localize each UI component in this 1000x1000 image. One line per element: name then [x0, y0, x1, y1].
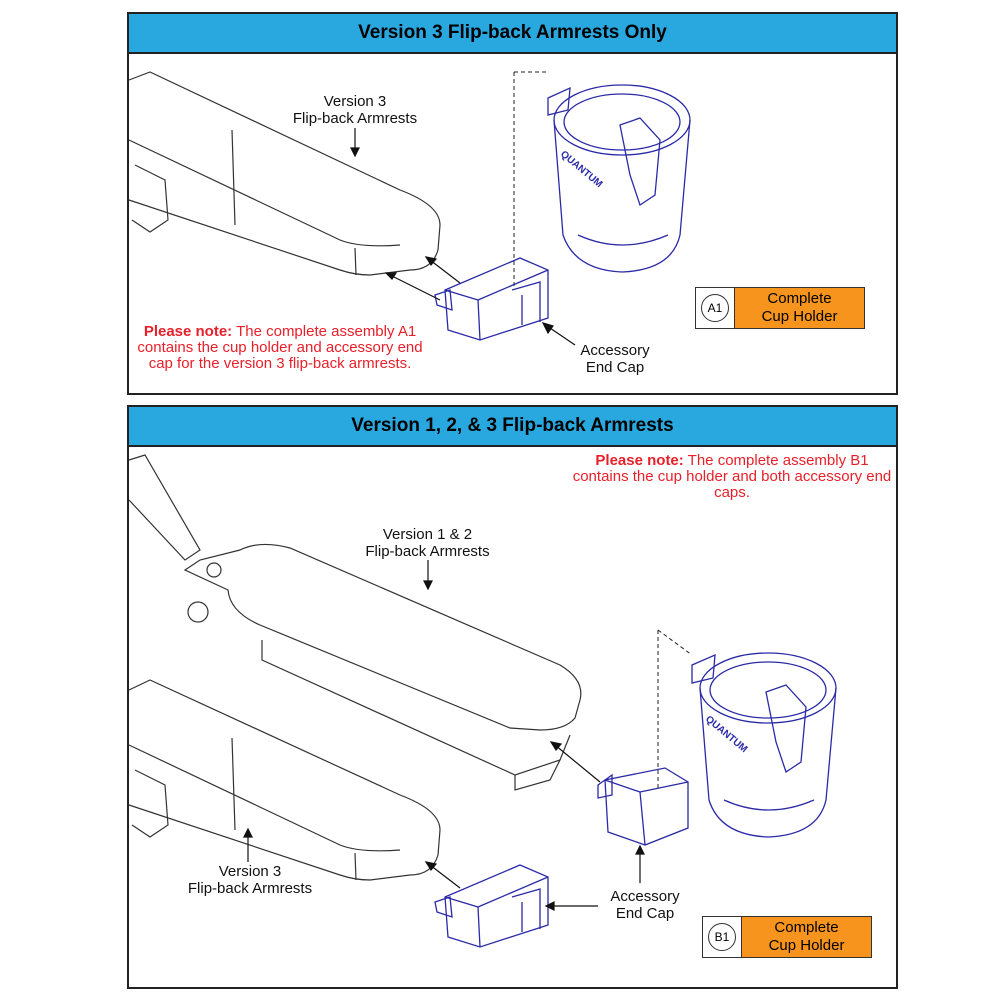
- note-lead: Please note:: [143, 323, 233, 340]
- armrest-v12-label: Version 1 & 2 Flip-back Armrests: [365, 526, 490, 560]
- panel-title: Version 3 Flip-back Armrests Only: [129, 14, 896, 54]
- part-tag-b1[interactable]: B1 Complete Cup Holder: [702, 916, 872, 958]
- armrest-v3-top: [128, 71, 441, 276]
- note-text: The complete assembly B1 contains the cu…: [572, 452, 892, 501]
- cup-holder-a1: [547, 84, 691, 273]
- part-tag-a1[interactable]: A1 Complete Cup Holder: [695, 287, 865, 329]
- panel-title: Version 1, 2, & 3 Flip-back Armrests: [129, 407, 896, 447]
- armrest-v3-label: Version 3 Flip-back Armrests: [292, 93, 418, 127]
- part-id: A1: [701, 294, 729, 322]
- cup-holder-b1: [691, 652, 837, 838]
- arrows-b: [243, 560, 645, 911]
- note-b1: Please note: The complete assembly B1 co…: [572, 453, 892, 501]
- part-name: Complete Cup Holder: [735, 288, 864, 328]
- end-cap-b1-lower: [434, 864, 549, 948]
- note-a1: Please note: The complete assembly A1 co…: [130, 324, 430, 372]
- note-text: The complete assembly A1 contains the cu…: [137, 323, 423, 372]
- end-cap-b1-upper: [597, 767, 689, 846]
- end-cap-a1: [434, 257, 549, 341]
- note-lead: Please note:: [595, 452, 684, 469]
- armrest-v12: [128, 454, 582, 791]
- panel-version-3: Version 3 Flip-back Armrests Only: [127, 12, 898, 395]
- cup-brand-text: QUANTUM: [558, 149, 604, 190]
- armrest-v3-bottom: [128, 679, 441, 881]
- part-id: B1: [708, 923, 736, 951]
- end-cap-label: Accessory End Cap: [610, 888, 680, 922]
- part-name: Complete Cup Holder: [742, 917, 871, 957]
- armrest-v3-label: Version 3 Flip-back Armrests: [187, 863, 313, 897]
- end-cap-label: Accessory End Cap: [580, 342, 650, 376]
- arrows-a: [350, 128, 576, 346]
